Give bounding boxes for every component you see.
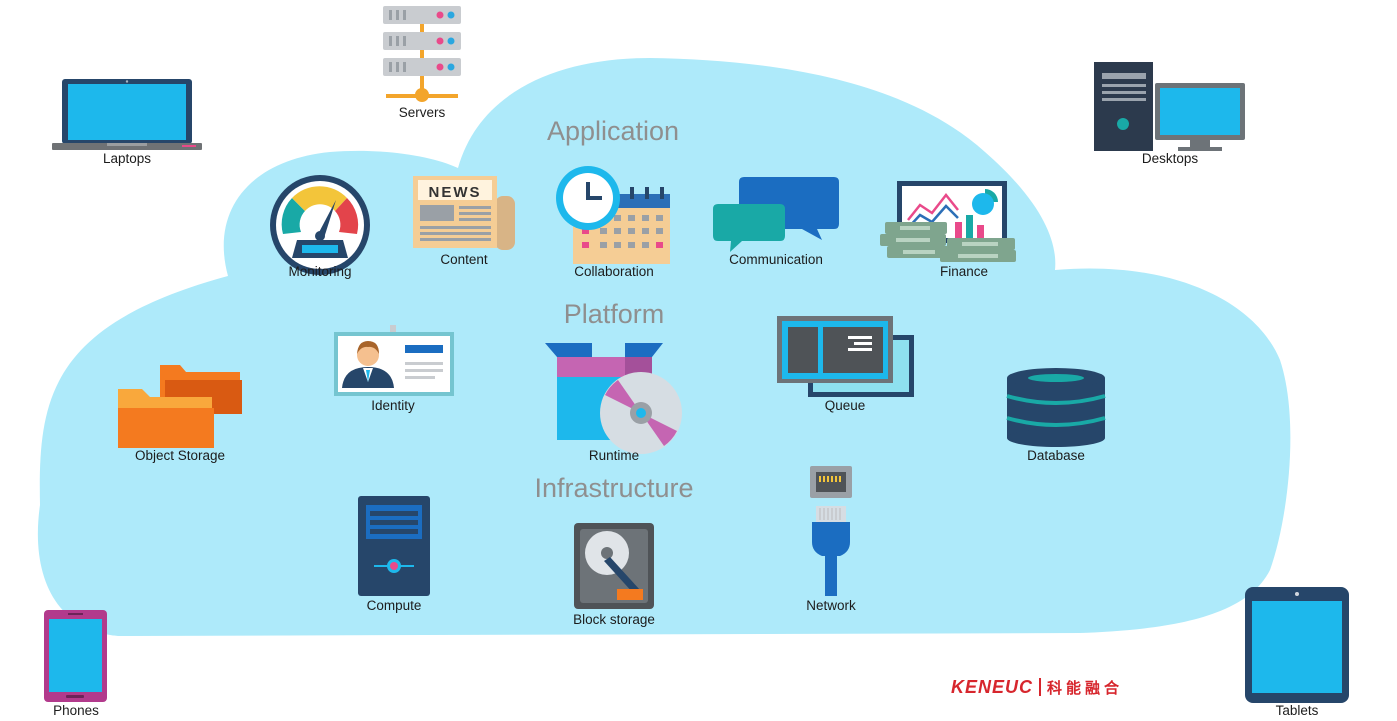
runtime-label: Runtime: [588, 448, 640, 463]
object-storage-label: Object Storage: [134, 448, 226, 463]
phones-label: Phones: [53, 703, 99, 718]
block-storage-icon: [574, 523, 654, 609]
finance-label: Finance: [939, 264, 989, 279]
laptop-icon: [52, 79, 202, 150]
runtime-icon: [545, 343, 682, 454]
monitoring-icon: [270, 175, 370, 275]
queue-icon: [777, 316, 914, 397]
block-storage-label: Block storage: [573, 612, 655, 627]
compute-icon: [358, 496, 430, 596]
monitoring-label: Monitoring: [288, 264, 352, 279]
identity-icon: [334, 325, 454, 396]
identity-label: Identity: [371, 398, 415, 413]
news-masthead: NEWS: [429, 184, 482, 201]
collaboration-icon: [556, 166, 670, 264]
database-label: Database: [1027, 448, 1085, 463]
compute-label: Compute: [366, 598, 422, 613]
section-infrastructure-heading: Infrastructure: [534, 473, 694, 503]
brand-logo: KENEUC 科能融合: [951, 676, 1123, 698]
brand-logo-text: KENEUC: [951, 676, 1034, 697]
brand-logo-divider: [1039, 678, 1042, 696]
phone-icon: [44, 610, 107, 702]
tablet-icon: [1245, 587, 1349, 703]
desktop-icon: [1094, 62, 1245, 151]
tablets-label: Tablets: [1275, 703, 1319, 718]
servers-label: Servers: [398, 105, 446, 120]
communication-icon: [713, 177, 839, 252]
collaboration-label: Collaboration: [574, 264, 654, 279]
database-icon: [1006, 368, 1106, 447]
laptops-label: Laptops: [102, 151, 152, 166]
news-icon: [413, 176, 515, 250]
communication-label: Communication: [729, 252, 823, 267]
brand-logo-chinese: 科能融合: [1047, 678, 1124, 697]
section-application-heading: Application: [546, 116, 680, 146]
network-label: Network: [806, 598, 856, 613]
section-platform-heading: Platform: [563, 299, 665, 329]
finance-icon: [880, 181, 1016, 262]
desktops-label: Desktops: [1141, 151, 1199, 166]
servers-icon: [383, 6, 461, 102]
queue-label: Queue: [824, 398, 866, 413]
content-label: Content: [440, 252, 488, 267]
network-icon: [810, 466, 852, 596]
object-storage-icon: [118, 365, 242, 448]
